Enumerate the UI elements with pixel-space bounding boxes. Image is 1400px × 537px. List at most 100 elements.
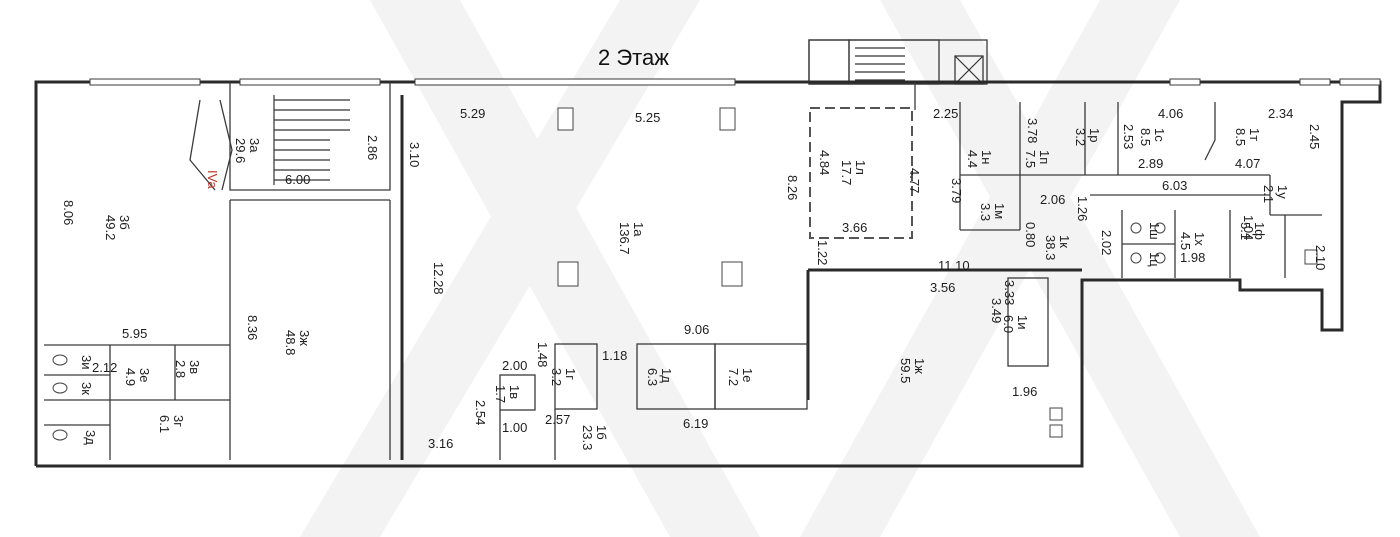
- room-1ts: 1ц: [1147, 252, 1162, 267]
- dim-5-29: 5.29: [460, 106, 485, 121]
- dim-2-57: 2.57: [545, 412, 570, 427]
- dim-1-96: 1.96: [1012, 384, 1037, 399]
- room-1s: 1с8.5: [1138, 128, 1167, 146]
- svg-text:1е: 1е: [740, 368, 755, 382]
- dim-2-54: 2.54: [473, 400, 488, 425]
- dim-3-49: 3.49: [989, 298, 1004, 323]
- svg-text:2.8: 2.8: [173, 360, 188, 378]
- svg-text:1д: 1д: [659, 368, 674, 383]
- floor-title: 2 Этаж: [598, 45, 669, 70]
- svg-text:1т: 1т: [1247, 128, 1262, 141]
- dim-4-77: 4.77: [907, 168, 922, 193]
- dim-1-48: 1.48: [535, 342, 550, 367]
- svg-text:1и: 1и: [1015, 315, 1030, 330]
- dim-8-36: 8.36: [245, 315, 260, 340]
- dim-6-19: 6.19: [683, 416, 708, 431]
- svg-text:4.4: 4.4: [965, 150, 980, 168]
- svg-text:1ф: 1ф: [1252, 222, 1267, 240]
- svg-text:3.2: 3.2: [1073, 128, 1088, 146]
- room-1d: 1д6.3: [645, 368, 674, 386]
- svg-text:8.5: 8.5: [1138, 128, 1153, 146]
- svg-text:1ж: 1ж: [912, 358, 927, 374]
- room-1m: 1м3.3: [978, 203, 1007, 221]
- room-3v: 3в2.8: [173, 360, 202, 378]
- dim-2-00: 2.00: [502, 358, 527, 373]
- svg-text:1a: 1a: [631, 222, 646, 237]
- room-1sh: 1ш: [1147, 222, 1162, 240]
- svg-text:1с: 1с: [1152, 128, 1167, 142]
- dim-4-84: 4.84: [817, 150, 832, 175]
- svg-text:6.1: 6.1: [157, 415, 172, 433]
- svg-text:1п: 1п: [1037, 150, 1052, 164]
- top-staircase: [808, 39, 988, 85]
- svg-text:3д: 3д: [83, 430, 98, 445]
- dim-2-45: 2.45: [1307, 124, 1322, 149]
- room-1kh: 1х4.5: [1178, 232, 1207, 250]
- svg-text:23.3: 23.3: [580, 425, 595, 450]
- dim-5-95: 5.95: [122, 326, 147, 341]
- dim-3-16: 3.16: [428, 436, 453, 451]
- room-1p: 1п7.5: [1023, 150, 1052, 168]
- svg-text:7.5: 7.5: [1023, 150, 1038, 168]
- svg-text:3ж: 3ж: [297, 330, 312, 346]
- svg-text:3.3: 3.3: [978, 203, 993, 221]
- interior-walls: [44, 82, 1322, 460]
- room-1g: 1г3.2: [549, 368, 578, 386]
- svg-text:59.5: 59.5: [898, 358, 913, 383]
- room-1r: 1р3.2: [1073, 128, 1102, 146]
- dim-3-33: 3.33: [1002, 280, 1017, 305]
- dim-4-07: 4.07: [1235, 156, 1260, 171]
- svg-text:136.7: 136.7: [617, 222, 632, 255]
- svg-text:8.5: 8.5: [1233, 128, 1248, 146]
- dim-2-02: 2.02: [1099, 230, 1114, 255]
- room-1n: 1н4.4: [965, 150, 994, 168]
- svg-text:6.3: 6.3: [645, 368, 660, 386]
- svg-text:1р: 1р: [1087, 128, 1102, 142]
- room-3i: 3и: [79, 355, 94, 370]
- dim-2-12: 2.12: [92, 360, 117, 375]
- dimension-labels: 5.29 5.25 2.25 3.78 4.06 2.34 2.86 3.10 …: [61, 106, 1328, 451]
- svg-text:4.9: 4.9: [123, 368, 138, 386]
- svg-text:49.2: 49.2: [103, 215, 118, 240]
- room-1t: 1т8.5: [1233, 128, 1262, 146]
- svg-text:3a: 3a: [247, 138, 262, 153]
- svg-text:3.2: 3.2: [549, 368, 564, 386]
- dim-1-98: 1.98: [1180, 250, 1205, 265]
- svg-text:1л: 1л: [853, 160, 868, 175]
- dim-3-79: 3.79: [949, 178, 964, 203]
- svg-text:1г: 1г: [563, 368, 578, 380]
- dim-12-28: 12.28: [431, 262, 446, 295]
- svg-text:17.7: 17.7: [839, 160, 854, 185]
- svg-text:6.0: 6.0: [1001, 315, 1016, 333]
- dim-3-56: 3.56: [930, 280, 955, 295]
- svg-text:5.1: 5.1: [1238, 222, 1253, 240]
- svg-text:3в: 3в: [187, 360, 202, 374]
- dim-5-25: 5.25: [635, 110, 660, 125]
- svg-text:1ш: 1ш: [1147, 222, 1162, 240]
- dim-2-86: 2.86: [365, 135, 380, 160]
- svg-text:1у: 1у: [1275, 185, 1290, 199]
- dim-2-25: 2.25: [933, 106, 958, 121]
- svg-text:48.8: 48.8: [283, 330, 298, 355]
- dim-2-34: 2.34: [1268, 106, 1293, 121]
- svg-text:3б: 3б: [117, 215, 132, 230]
- svg-text:3г: 3г: [171, 415, 186, 427]
- room-1v: 1в1.7: [493, 385, 522, 403]
- svg-text:1ц: 1ц: [1147, 252, 1162, 267]
- dim-4-06: 4.06: [1158, 106, 1183, 121]
- dim-9-06: 9.06: [684, 322, 709, 337]
- room-3d: 3д: [83, 430, 98, 445]
- room-1u: 1у2.1: [1261, 185, 1290, 203]
- dim-3-10: 3.10: [407, 142, 422, 167]
- exterior-walls: [34, 78, 1382, 468]
